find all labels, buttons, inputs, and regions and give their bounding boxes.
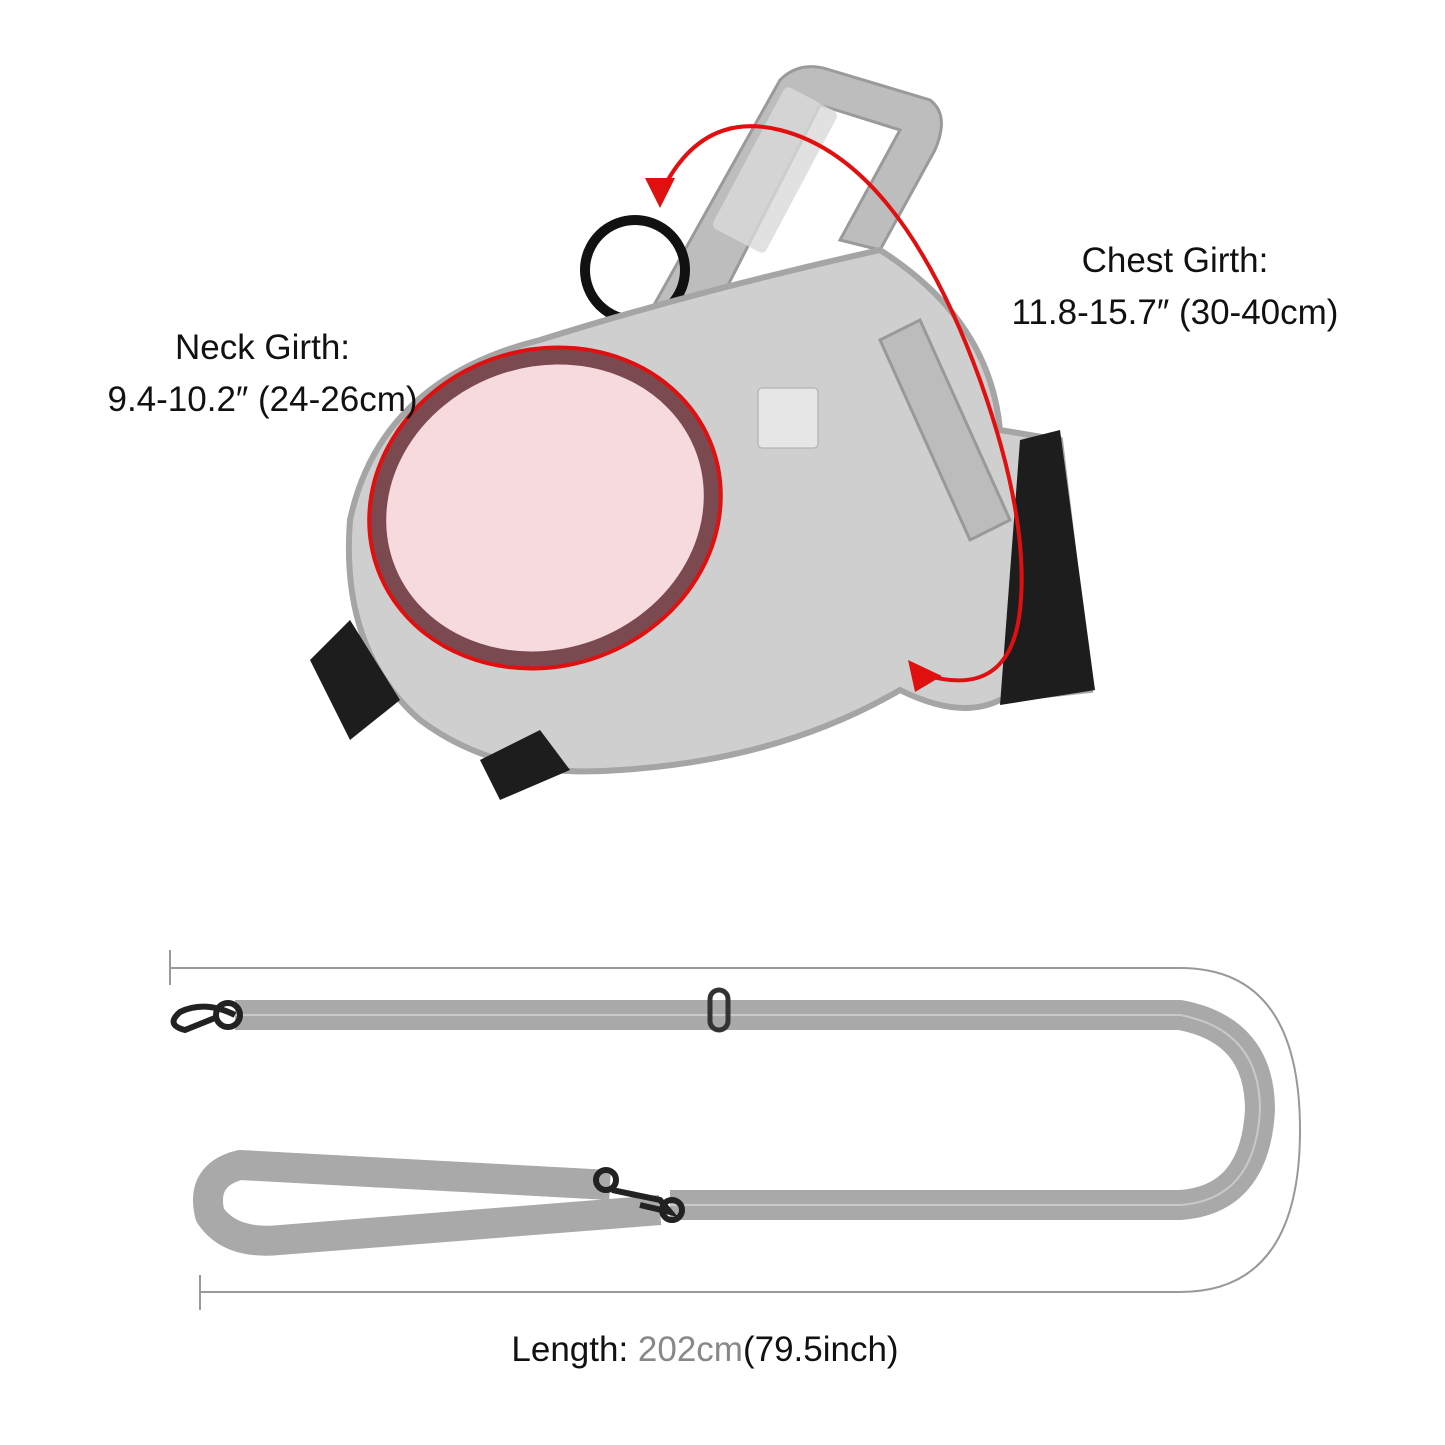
- chest-girth-arrow-icon: [645, 124, 1024, 692]
- neck-girth-value: 9.4-10.2″ (24-26cm): [107, 380, 418, 419]
- leash: [193, 1000, 1275, 1256]
- chest-girth-title: Chest Girth:: [1081, 241, 1269, 280]
- length-measure-line: [170, 967, 1302, 1293]
- chest-girth-value: 11.8-15.7″ (30-40cm): [1011, 293, 1339, 332]
- neck-girth-label: Neck Girth: 9.4-10.2″ (24-26cm): [95, 322, 430, 426]
- neck-girth-marker: [367, 345, 723, 671]
- snap-hook-icon: [170, 1000, 243, 1034]
- o-ring-icon: [707, 987, 731, 1033]
- neck-opening: [368, 346, 722, 670]
- harness-handle: [637, 65, 943, 342]
- leash-clip-icon: [593, 1167, 685, 1223]
- length-imperial: (79.5inch): [742, 1330, 899, 1369]
- leash-length-label: Length: 202cm(79.5inch): [0, 1324, 1410, 1376]
- length-metric: 202cm: [637, 1330, 743, 1369]
- neck-girth-title: Neck Girth:: [174, 328, 351, 367]
- chest-girth-label: Chest Girth: 11.8-15.7″ (30-40cm): [995, 235, 1355, 339]
- leash-stitching: [235, 1014, 1262, 1206]
- length-title: Length:: [511, 1330, 638, 1369]
